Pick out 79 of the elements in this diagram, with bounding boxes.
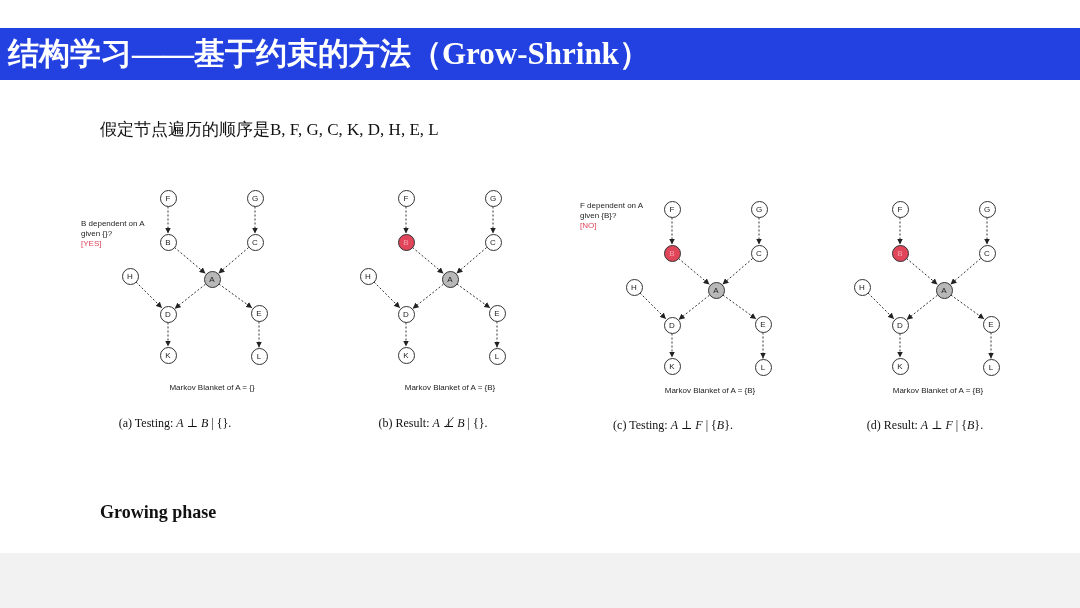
panel-caption: (d) Result: A ⊥ F | {B}. <box>866 418 984 433</box>
phase-heading: Growing phase <box>100 502 217 523</box>
node-circle: H <box>121 267 139 285</box>
selected-node-circle: B <box>397 233 415 251</box>
arrow <box>897 333 903 358</box>
node-circle: B <box>159 233 177 251</box>
panel-caption: (a) Testing: A ⊥ B | {}. <box>118 416 232 431</box>
markov-blanket-text: Markov Blanket of A = {B} <box>892 386 984 395</box>
arrow <box>403 322 409 347</box>
panel-caption: (b) Result: A ⊥̸ B | {}. <box>378 416 488 431</box>
question-text: F dependent on A given {B}? <box>580 201 644 221</box>
answer-text: [YES] <box>81 239 102 249</box>
arrow <box>678 257 710 286</box>
node-circle: H <box>359 267 377 285</box>
node-circle: K <box>159 346 177 364</box>
arrow <box>756 217 762 245</box>
node-circle: L <box>982 358 1000 376</box>
selected-node-circle: B <box>891 244 909 262</box>
node-circle: L <box>488 347 506 365</box>
highlighted-node-circle: A <box>441 270 459 288</box>
markov-blanket-text: Markov Blanket of A = {} <box>169 383 255 392</box>
node-circle: F <box>663 200 681 218</box>
arrow <box>897 217 903 245</box>
arrow <box>412 283 444 310</box>
arrow <box>165 206 171 234</box>
node-circle: L <box>754 358 772 376</box>
node-circle: E <box>488 304 506 322</box>
node-circle: H <box>853 278 871 296</box>
arrow <box>412 246 444 275</box>
highlighted-node-circle: A <box>203 270 221 288</box>
node-circle: K <box>397 346 415 364</box>
node-circle: C <box>484 233 502 251</box>
node-circle: H <box>625 278 643 296</box>
arrow <box>906 257 938 286</box>
node-circle: C <box>978 244 996 262</box>
arrow <box>678 294 710 321</box>
node-circle: G <box>246 189 264 207</box>
node-circle: D <box>159 305 177 323</box>
arrow <box>988 332 994 359</box>
node-circle: K <box>891 357 909 375</box>
markov-blanket-text: Markov Blanket of A = {B} <box>404 383 496 392</box>
node-circle: G <box>484 189 502 207</box>
node-circle: F <box>891 200 909 218</box>
panel-caption: (c) Testing: A ⊥ F | {B}. <box>613 418 733 433</box>
node-circle: F <box>397 189 415 207</box>
title-bar: 结构学习——基于约束的方法（Grow-Shrink） <box>0 28 1080 80</box>
node-circle: E <box>982 315 1000 333</box>
arrow <box>490 206 496 234</box>
question-text: B dependent on A given {}? <box>81 219 146 239</box>
arrow <box>906 294 938 321</box>
node-circle: K <box>663 357 681 375</box>
answer-text: [NO] <box>580 221 597 231</box>
node-circle: L <box>250 347 268 365</box>
selected-node-circle: B <box>663 244 681 262</box>
node-circle: D <box>397 305 415 323</box>
arrow <box>256 321 262 348</box>
arrow <box>760 332 766 359</box>
node-circle: F <box>159 189 177 207</box>
markov-blanket-text: Markov Blanket of A = {B} <box>664 386 756 395</box>
arrow <box>403 206 409 234</box>
node-circle: D <box>891 316 909 334</box>
arrow <box>669 333 675 358</box>
node-circle: D <box>663 316 681 334</box>
highlighted-node-circle: A <box>935 281 953 299</box>
arrow <box>165 322 171 347</box>
node-circle: E <box>250 304 268 322</box>
arrow <box>252 206 258 234</box>
arrow <box>984 217 990 245</box>
arrow <box>669 217 675 245</box>
node-circle: C <box>246 233 264 251</box>
arrow <box>174 246 206 275</box>
arrow <box>174 283 206 310</box>
subtitle: 假定节点遍历的顺序是B, F, G, C, K, D, H, E, L <box>100 119 439 141</box>
node-circle: G <box>978 200 996 218</box>
arrow <box>494 321 500 348</box>
node-circle: E <box>754 315 772 333</box>
highlighted-node-circle: A <box>707 281 725 299</box>
node-circle: C <box>750 244 768 262</box>
node-circle: G <box>750 200 768 218</box>
